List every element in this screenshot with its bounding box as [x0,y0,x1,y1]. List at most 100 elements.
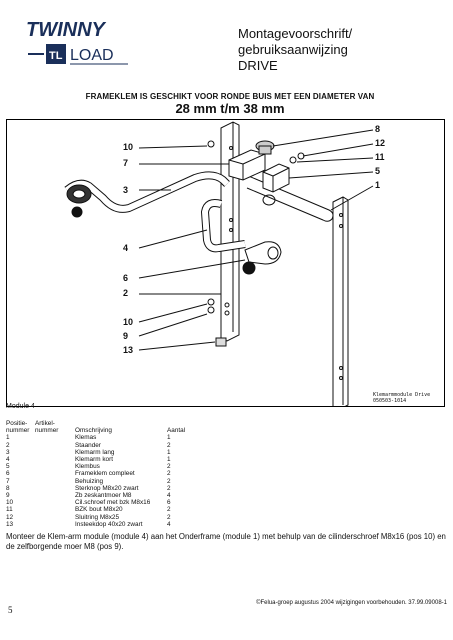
cell-omschrijving: Frameklem compleet [75,470,135,478]
header-positie: Positie- [6,420,28,427]
page-number: 5 [8,605,13,615]
cell-aantal: 1 [167,448,171,456]
cell-positie: 9 [6,492,10,500]
klemas-tube [238,171,334,222]
assembly-instruction: Monteer de Klem-arm module (module 4) aa… [6,532,446,551]
parts-table-header-row-2: nummer nummer Omschrijving Aantal [6,427,197,434]
table-row: 5 Klembus 2 [6,463,197,470]
callout-2: 2 [123,288,129,298]
cell-positie: 12 [6,513,14,521]
cell-omschrijving: Sterknop M8x20 zwart [75,484,139,492]
callout-10-bottom: 10 [123,317,134,327]
brand-name-top: TWINNY [26,19,107,41]
table-row: 9 Zb zeskantmoer M8 4 [6,492,197,499]
drawing-tag-line-1: Klemarmmodule Drive [373,392,431,398]
cell-artikel [35,492,75,499]
header-omschrijving: Omschrijving [75,427,112,435]
cell-positie: 2 [6,441,10,449]
cell-positie: 13 [6,520,14,528]
callout-8: 8 [375,124,381,134]
brand-mark: TL [49,50,63,62]
cell-aantal: 1 [167,434,171,442]
cell-positie: 1 [6,434,10,442]
cell-omschrijving: Klembus [75,463,100,471]
cell-artikel [35,449,75,456]
callout-10-top: 10 [123,142,134,152]
exploded-view-drawing [64,121,374,406]
caption-diameter: 28 mm t/m 38 mm [175,101,285,116]
title-line-3: DRIVE [238,58,278,73]
header-artikel: Artikel- [35,420,55,427]
cell-artikel [35,434,75,441]
cell-aantal: 1 [167,456,171,464]
assembly-drawing: 10 7 3 4 6 2 10 9 13 8 12 11 5 1 [6,119,445,407]
staander-right [332,196,349,406]
cell-artikel [35,442,75,449]
parts-table: Positie- Artikel- nummer nummer Omschrij… [6,420,197,528]
tl-mark-icon [46,44,66,64]
cell-omschrijving: Behuizing [75,477,104,485]
cell-omschrijving: BZK bout M8x20 [75,506,123,514]
title-line-2: gebruiksaanwijzing [238,42,348,57]
table-row: 12 Sluitring M8x25 2 [6,514,197,521]
cell-positie: 8 [6,484,10,492]
cell-positie: 6 [6,470,10,478]
cell-omschrijving: Klemarm kort [75,456,113,464]
cell-omschrijving: Insteekdop 40x20 zwart [75,520,143,528]
cell-aantal: 2 [167,441,171,449]
cell-omschrijving: Cil.schroef met bzk M8x16 [75,499,151,507]
cell-artikel [35,499,75,506]
cell-omschrijving: Staander [75,441,101,449]
parts-table-header-row-1: Positie- Artikel- [6,420,197,427]
cell-artikel [35,506,75,513]
brand-logo: TWINNY TL LOAD [24,16,134,72]
cell-aantal: 2 [167,463,171,471]
cell-positie: 11 [6,506,13,514]
caption-frameklem: FRAMEKLEM IS GESCHIKT VOOR RONDE BUIS ME… [85,92,375,101]
header-nummer-pos: nummer [6,427,30,435]
cell-artikel [35,514,75,521]
callout-1: 1 [375,180,381,190]
callout-6: 6 [123,273,129,283]
cell-artikel [35,485,75,492]
cell-artikel [35,521,75,528]
cell-positie: 10 [6,499,14,507]
header-aantal: Aantal [167,427,186,435]
cell-omschrijving: Zb zeskantmoer M8 [75,492,132,500]
cell-aantal: 2 [167,513,171,521]
cell-omschrijving: Klemas [75,434,97,442]
header-nummer-art: nummer [35,427,59,435]
table-row: 13 Insteekdop 40x20 zwart 4 [6,521,197,528]
callout-12: 12 [375,138,386,148]
document-title: Montagevoorschrift/ gebruiksaanwijzing D… [238,26,448,74]
callout-4: 4 [123,243,129,253]
cell-aantal: 2 [167,484,171,492]
cell-positie: 5 [6,463,10,471]
cell-positie: 7 [6,477,10,485]
callout-5: 5 [375,166,381,176]
table-row: 8 Sterknop M8x20 zwart 2 [6,485,197,492]
callout-9: 9 [123,331,129,341]
callout-13: 13 [123,345,134,355]
cell-aantal: 4 [167,520,171,528]
module-label: Module 4 [6,403,35,410]
drawing-tag: Klemarmmodule Drive 050503-1014 [373,392,430,404]
drawing-tag-line-2: 050503-1014 [373,398,407,404]
brand-name-bottom: LOAD [70,47,114,64]
cell-artikel [35,463,75,470]
callout-3: 3 [123,185,129,195]
cell-aantal: 2 [167,470,171,478]
cell-omschrijving: Sluitring M8x25 [75,513,120,521]
cell-aantal: 4 [167,492,171,500]
copyright-footer: ©Felua-groep augustus 2004 wijzigingen v… [256,600,447,606]
title-line-1: Montagevoorschrift/ [238,26,353,41]
callout-7: 7 [123,158,129,168]
table-row: 2 Staander 2 [6,442,197,449]
table-row: 1 Klemas 1 [6,434,197,441]
